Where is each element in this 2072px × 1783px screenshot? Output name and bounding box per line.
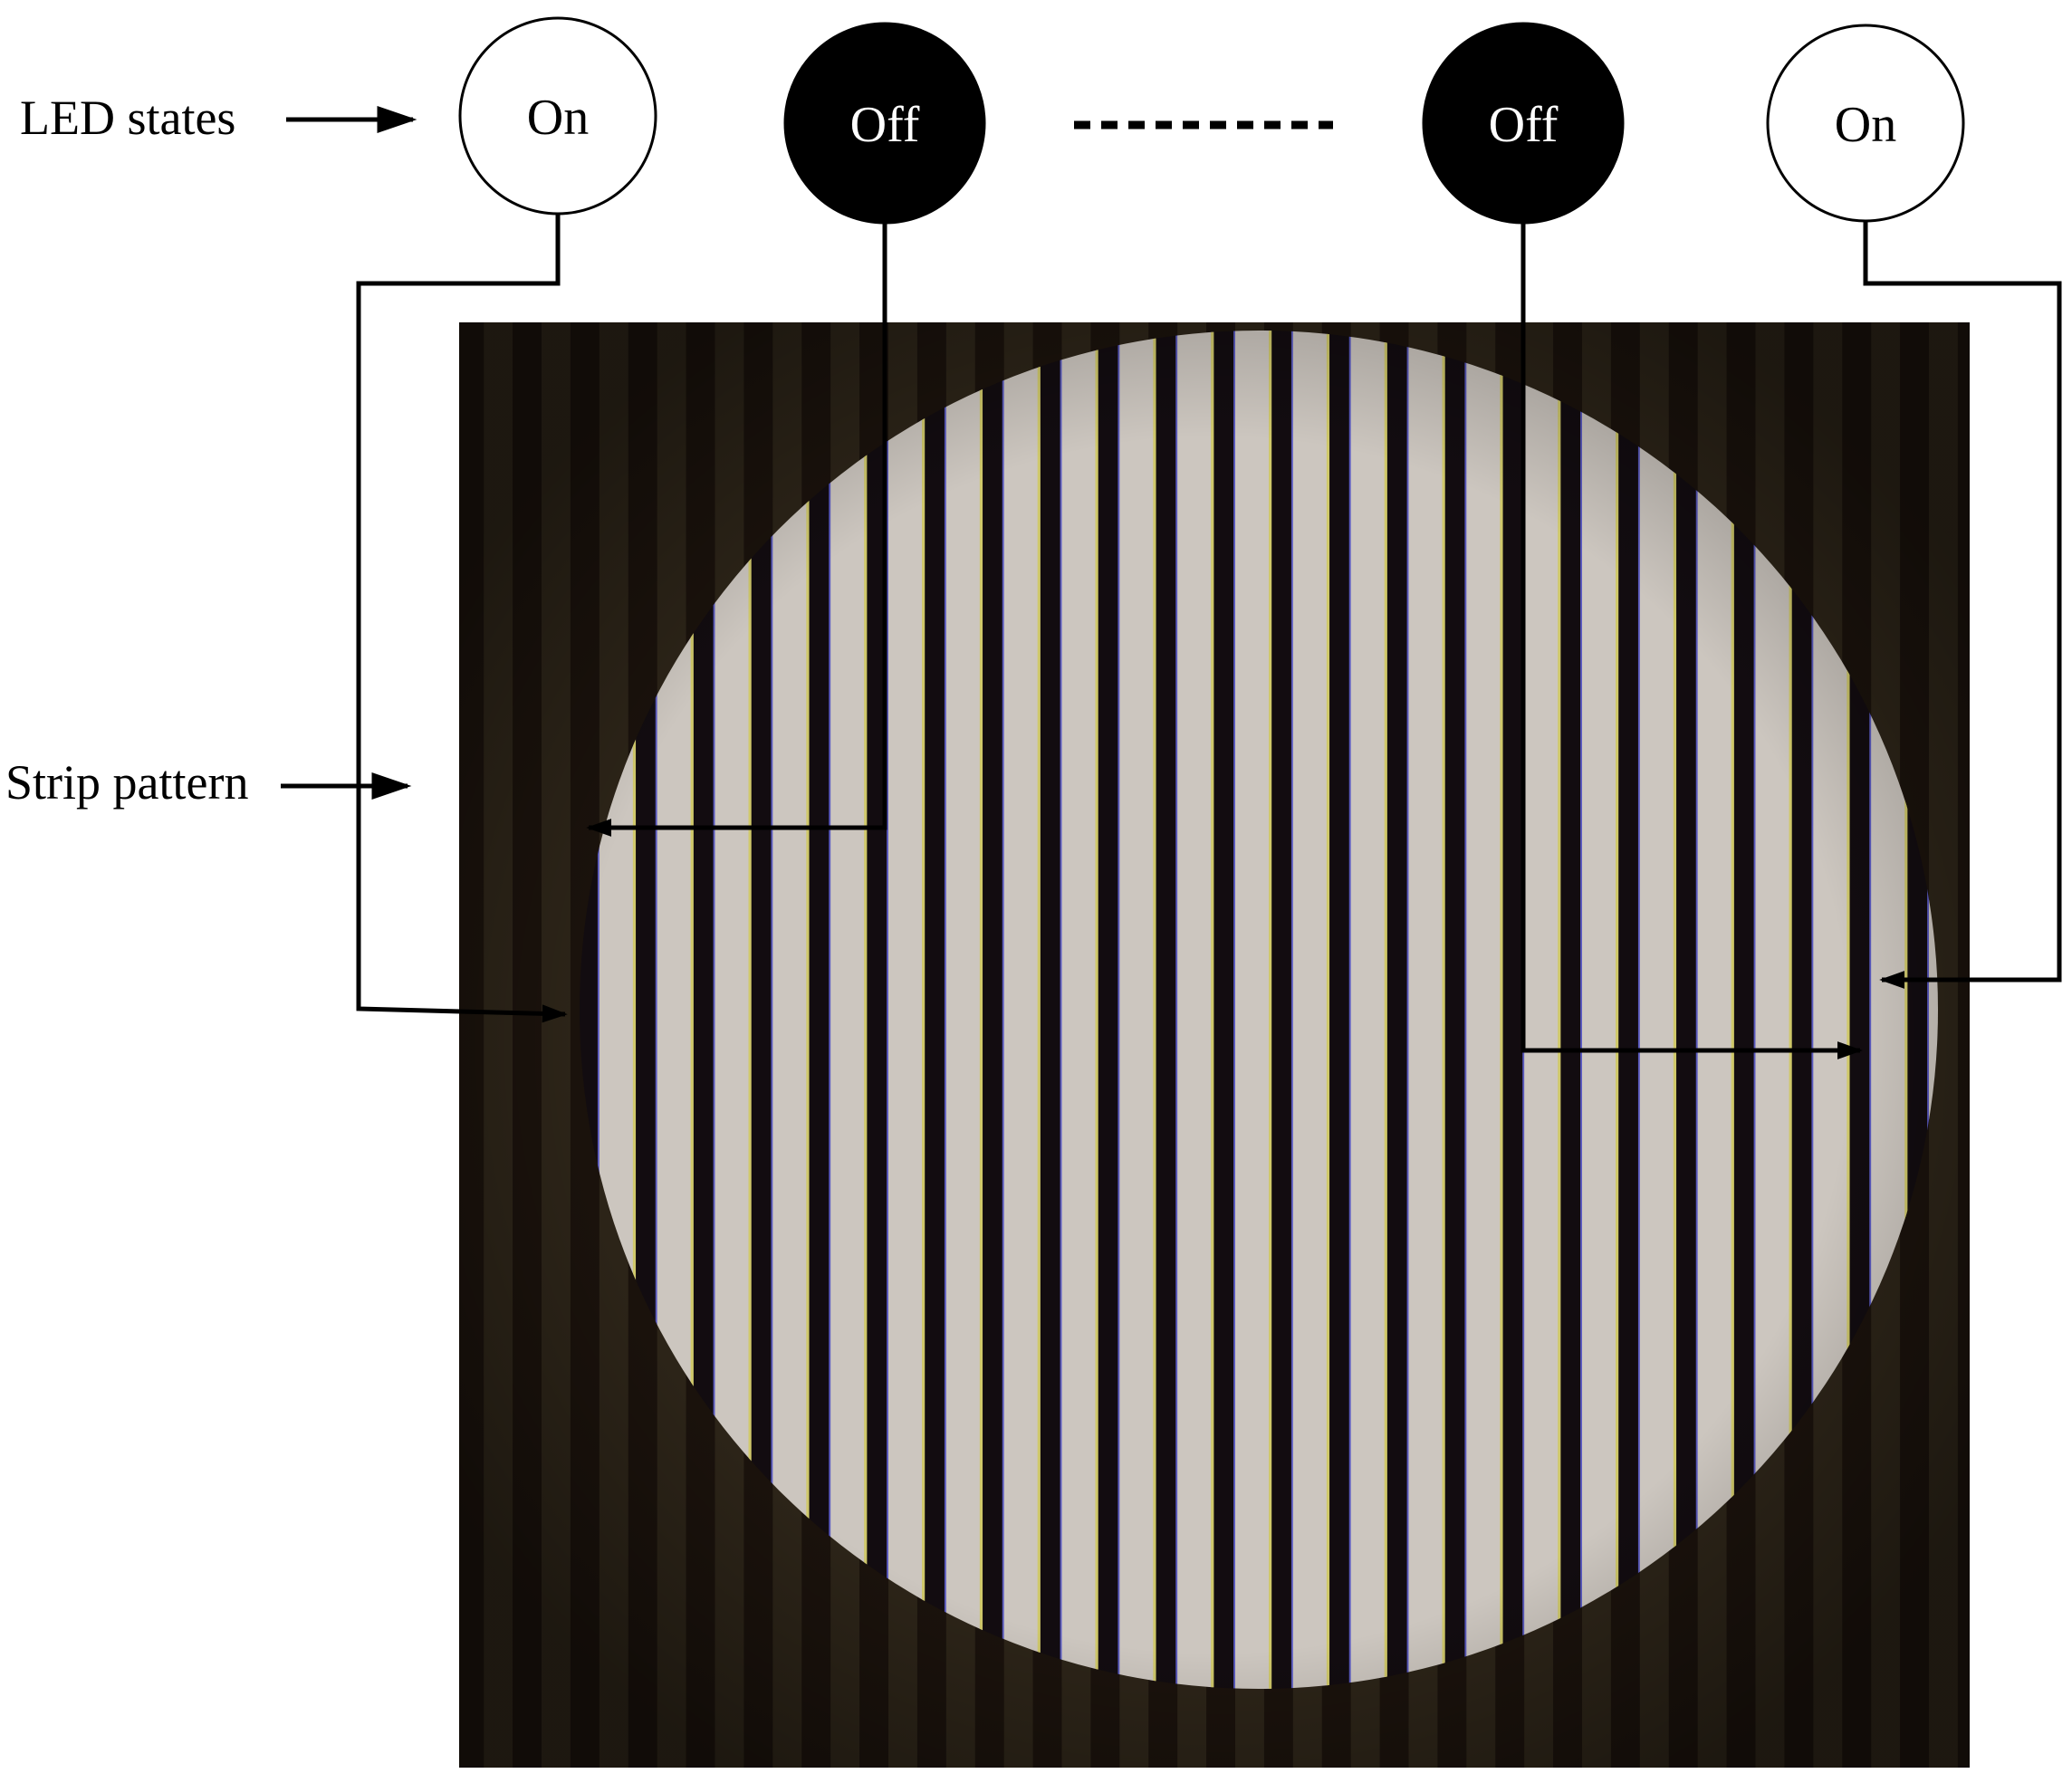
connector-led-4 (1863, 222, 2062, 989)
led-1: On (458, 16, 657, 216)
led-row: On Off Off On (458, 16, 1965, 225)
led-1-label: On (527, 90, 589, 146)
strip-pattern-label: Strip pattern (5, 755, 248, 810)
led-4-circle (1766, 24, 1965, 223)
strip-pattern-photo (426, 322, 2016, 1768)
background-stripe (1987, 322, 2016, 1768)
connector-led-1 (356, 213, 568, 1023)
led-4: On (1766, 24, 1965, 223)
led-states-label: LED states (20, 91, 235, 145)
photo-vignette (459, 322, 1970, 1768)
led-2: Off (783, 22, 986, 225)
connector-led-2 (586, 222, 887, 837)
connectors (356, 213, 2062, 1059)
led-1-circle (458, 16, 657, 216)
led-2-circle (783, 22, 986, 225)
stripe-rim-blue (1985, 322, 1988, 1768)
led-3-label: Off (1489, 97, 1559, 153)
connector-led-3 (1520, 222, 1863, 1059)
led-4-label: On (1835, 97, 1896, 153)
background-stripe (426, 322, 455, 1768)
led-2-label: Off (850, 97, 920, 153)
led-3: Off (1422, 22, 1625, 225)
led-3-circle (1422, 22, 1625, 225)
